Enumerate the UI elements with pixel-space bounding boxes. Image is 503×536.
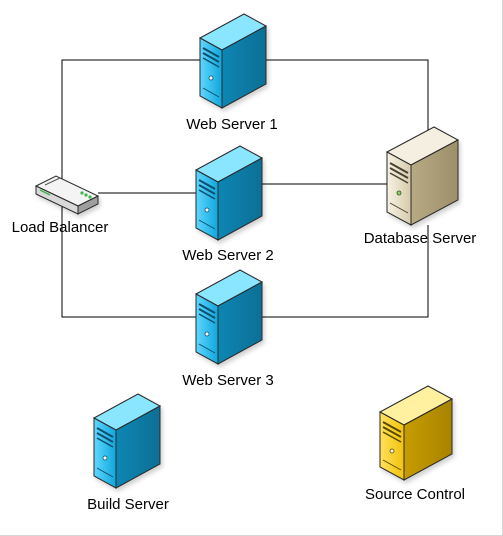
source-control-label: Source Control bbox=[365, 486, 465, 503]
load-balancer-icon bbox=[34, 175, 100, 215]
web-server-2-node[interactable]: Web Server 2 bbox=[182, 145, 274, 264]
connector-web3-db bbox=[262, 225, 429, 318]
database-server-node[interactable]: Database Server bbox=[364, 126, 477, 247]
build-server-label: Build Server bbox=[87, 496, 169, 513]
connector-web1-db bbox=[264, 59, 429, 130]
web-server-3-node[interactable]: Web Server 3 bbox=[182, 269, 274, 389]
web-server-2-label: Web Server 2 bbox=[182, 247, 273, 264]
web-server-1-label: Web Server 1 bbox=[186, 116, 277, 133]
web-server-1-node[interactable]: Web Server 1 bbox=[186, 13, 278, 133]
web-server-3-icon bbox=[194, 269, 264, 365]
database-server-icon bbox=[385, 126, 460, 226]
source-control-node[interactable]: Source Control bbox=[365, 385, 465, 503]
load-balancer-label: Load Balancer bbox=[12, 219, 109, 236]
connector-lb-web3 bbox=[61, 205, 196, 318]
web-server-1-icon bbox=[198, 13, 268, 109]
source-control-icon bbox=[378, 385, 454, 481]
connectors bbox=[61, 59, 429, 318]
connector-lb-web1 bbox=[61, 59, 200, 185]
web-server-2-icon bbox=[194, 145, 264, 241]
database-server-label: Database Server bbox=[364, 230, 477, 247]
build-server-node[interactable]: Build Server bbox=[87, 393, 169, 513]
build-server-icon bbox=[92, 393, 162, 489]
load-balancer-node[interactable]: Load Balancer bbox=[12, 175, 109, 236]
web-server-3-label: Web Server 3 bbox=[182, 372, 273, 389]
